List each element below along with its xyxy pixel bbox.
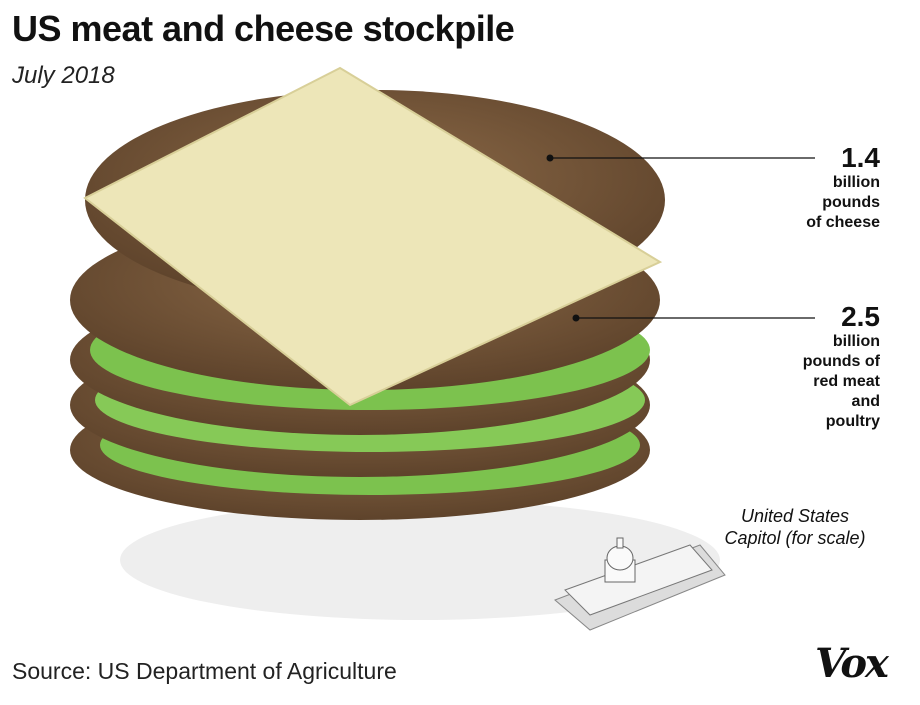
meat-text: pounds of — [802, 353, 880, 370]
cheese-text: pounds — [822, 194, 880, 211]
cheese-text: of cheese — [806, 214, 880, 231]
source-note: Source: US Department of Agriculture — [12, 658, 397, 684]
meat-text: poultry — [825, 413, 880, 430]
capitol-building — [554, 537, 726, 631]
meat-text: billion — [832, 333, 880, 350]
page-title: US meat and cheese stockpile — [12, 8, 515, 49]
capitol-note: United States Capitol (for scale) — [705, 505, 885, 549]
cheese-value: 1.4 — [841, 142, 880, 173]
leader-lines — [546, 154, 815, 322]
vox-logo: Vox — [815, 640, 889, 687]
meat-text: red meat — [813, 373, 880, 390]
capitol-note-line: Capitol (for scale) — [724, 528, 866, 548]
cheese-slice — [83, 66, 663, 407]
capitol-note-line: United States — [740, 506, 850, 526]
cheese-label: 1.4 billion pounds of cheese — [806, 143, 880, 233]
subtitle: July 2018 — [12, 62, 115, 89]
meat-label: 2.5 billion pounds of red meat and poult… — [803, 302, 880, 432]
meat-value: 2.5 — [841, 301, 880, 332]
cheese-text: billion — [832, 174, 880, 191]
meat-text: and — [851, 393, 880, 410]
